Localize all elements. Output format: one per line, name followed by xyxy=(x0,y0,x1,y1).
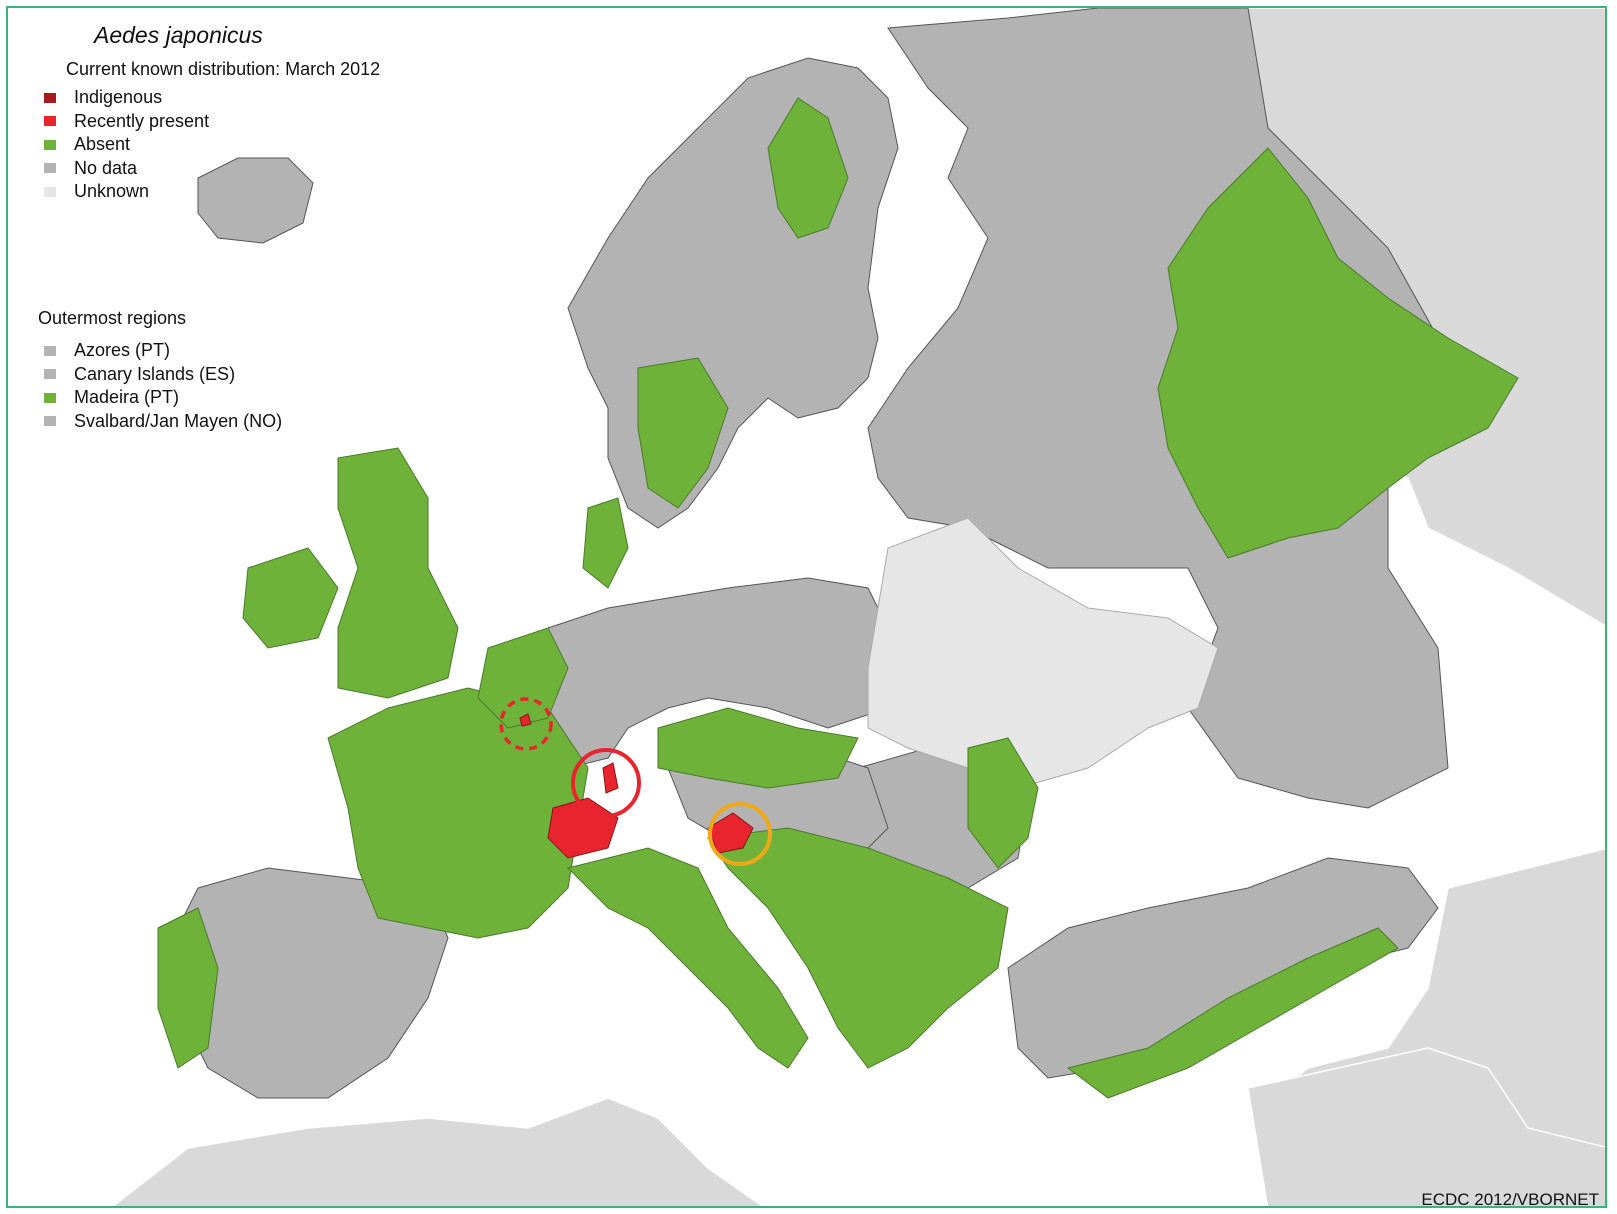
legend-row: Azores (PT) xyxy=(38,339,282,363)
italy xyxy=(567,847,809,1069)
legend-row: Madeira (PT) xyxy=(38,386,282,410)
legend-label: Svalbard/Jan Mayen (NO) xyxy=(74,410,283,431)
map-title: Aedes japonicus xyxy=(94,22,263,48)
highlight-circle-dashed-red xyxy=(499,697,553,751)
legend-swatch xyxy=(44,392,56,403)
romania-green xyxy=(967,737,1039,869)
legend-swatch xyxy=(44,369,56,380)
benelux-green xyxy=(477,627,569,729)
legend-label: Unknown xyxy=(74,181,150,202)
legend-row: Svalbard/Jan Mayen (NO) xyxy=(38,410,282,434)
iceland xyxy=(197,157,314,244)
czech-slovakia xyxy=(657,707,859,789)
turkey xyxy=(1007,857,1439,1079)
legend-label: No data xyxy=(74,157,138,178)
legend-row: Recently present xyxy=(38,110,380,134)
legend-swatch xyxy=(44,139,56,150)
turkey-south-green xyxy=(1066,927,1399,1099)
legend-label: Absent xyxy=(74,134,131,155)
map-frame: Aedes japonicus Current known distributi… xyxy=(6,6,1607,1208)
legend-row: Unknown xyxy=(38,180,380,204)
north-africa-region xyxy=(111,1097,764,1206)
legend-swatch xyxy=(44,92,56,103)
austria-slovenia-present xyxy=(707,812,754,854)
belgium-present xyxy=(519,713,532,727)
highlight-circle-orange xyxy=(708,802,772,866)
british-isles xyxy=(337,447,459,699)
legend-swatch xyxy=(44,416,56,427)
denmark xyxy=(582,497,629,589)
legend-row: No data xyxy=(38,157,380,181)
sweden-green xyxy=(637,357,729,509)
europe-map xyxy=(111,8,1605,1206)
ireland xyxy=(242,547,339,649)
middle-east-region xyxy=(1247,1047,1605,1206)
balkans-green xyxy=(707,827,1009,1069)
legend-label: Recently present xyxy=(74,110,210,131)
germany-present xyxy=(602,762,619,794)
highlight-circle-red xyxy=(571,748,641,818)
switzerland-present xyxy=(547,797,619,859)
legend-label: Canary Islands (ES) xyxy=(74,363,236,384)
source-credit: ECDC 2012/VBORNET xyxy=(1421,1190,1599,1208)
map-legend: Aedes japonicus Current known distributi… xyxy=(38,22,380,204)
legend-label: Madeira (PT) xyxy=(74,387,180,408)
legend-label: Indigenous xyxy=(74,87,163,108)
outermost-heading: Outermost regions xyxy=(38,308,187,328)
map-subtitle: Current known distribution: March 2012 xyxy=(66,59,381,79)
finland-green xyxy=(767,97,849,239)
scandinavia xyxy=(567,57,899,529)
legend-swatch xyxy=(44,116,56,127)
belarus-ukraine xyxy=(867,517,1219,789)
legend-swatch xyxy=(44,163,56,174)
legend-row: Absent xyxy=(38,133,380,157)
legend-row: Indigenous xyxy=(38,86,380,110)
portugal xyxy=(157,907,219,1069)
russia-green-region xyxy=(1157,147,1519,559)
legend-swatch xyxy=(44,186,56,197)
legend-row: Canary Islands (ES) xyxy=(38,363,282,387)
legend-swatch xyxy=(44,345,56,356)
outermost-legend: Outermost regions Azores (PT) Canary Isl… xyxy=(38,308,282,433)
legend-label: Azores (PT) xyxy=(74,340,171,361)
